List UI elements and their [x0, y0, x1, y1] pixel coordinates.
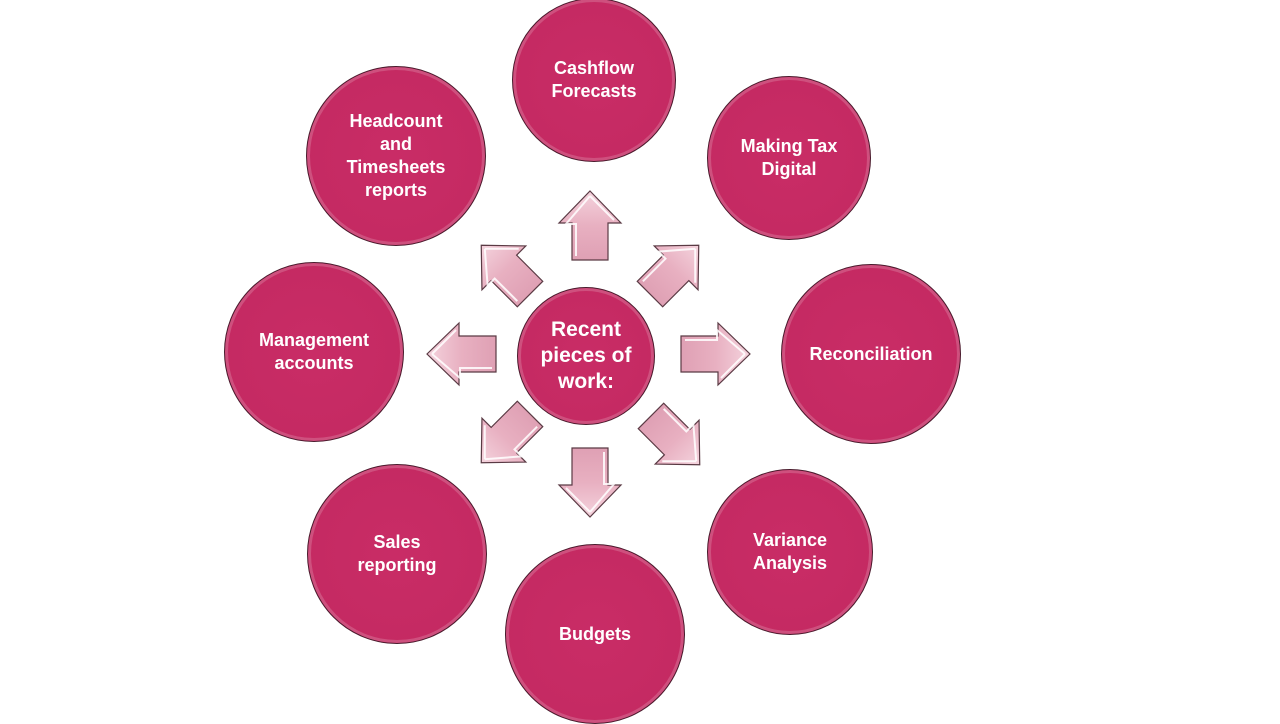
arrow-down-right [637, 402, 701, 466]
item-circle-budgets: Budgets [505, 544, 685, 724]
arrow-up-right [636, 244, 700, 308]
arrow-up [557, 190, 623, 261]
arrow-down-left [480, 400, 544, 464]
arrow-right [680, 321, 751, 387]
item-circle-variance-analysis: Variance Analysis [707, 469, 873, 635]
item-circle-headcount-timesheets: Headcount and Timesheets reports [306, 66, 486, 246]
item-label: Headcount and Timesheets reports [346, 111, 446, 200]
item-label: Variance Analysis [752, 530, 828, 573]
item-label: Cashflow Forecasts [551, 58, 637, 101]
arrow-up-left [480, 244, 544, 308]
center-circle: Recent pieces of work: [517, 287, 655, 425]
item-circle-reconciliation: Reconciliation [781, 264, 961, 444]
arrow-left [426, 321, 497, 387]
item-label: Sales reporting [357, 532, 437, 575]
item-circle-making-tax-digital: Making Tax Digital [707, 76, 871, 240]
item-label: Management accounts [258, 330, 370, 373]
item-circle-sales-reporting: Sales reporting [307, 464, 487, 644]
arrow-down [557, 447, 623, 518]
item-label: Budgets [559, 623, 631, 644]
item-label: Making Tax Digital [740, 136, 838, 179]
center-label: Recent pieces of work: [540, 318, 632, 393]
item-circle-management-accounts: Management accounts [224, 262, 404, 442]
item-label: Reconciliation [809, 343, 933, 364]
item-circle-cashflow-forecasts: Cashflow Forecasts [512, 0, 676, 162]
